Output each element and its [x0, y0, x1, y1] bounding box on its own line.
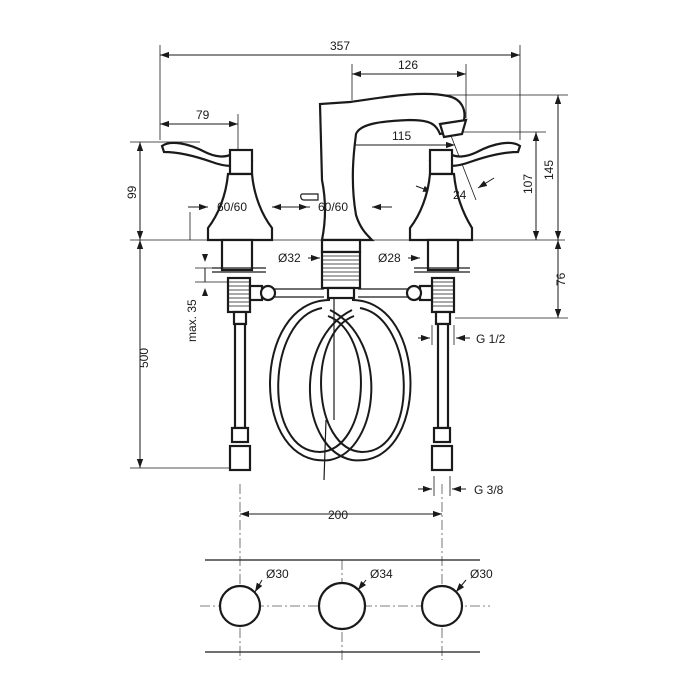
dimension-labels: 357 126 79 115 99 107 145 24 60/60 60/60…	[125, 39, 568, 581]
dim-handle-reach: 79	[196, 108, 210, 122]
dim-outlet-thread: G 3/8	[474, 483, 504, 497]
deck-cutout	[205, 559, 480, 653]
cutout-center-hole: Ø34	[370, 567, 393, 581]
dim-max-clamp: max. 35	[185, 299, 199, 342]
left-valve	[160, 141, 277, 326]
supply-hoses	[228, 322, 454, 472]
right-valve	[405, 141, 522, 326]
dim-center-spacing: 200	[328, 508, 348, 522]
dim-center-escutcheon: 60/60	[318, 200, 348, 214]
dim-hose-length: 500	[137, 348, 151, 368]
dim-inlet-thread: G 1/2	[476, 332, 506, 346]
dim-overall-width: 357	[330, 39, 350, 53]
dim-spout-reach: 126	[398, 58, 418, 72]
cutout-left-hole: Ø30	[266, 567, 289, 581]
dim-spout-offset: 115	[392, 129, 411, 143]
dim-side-hole: Ø28	[378, 251, 401, 265]
dim-spout-height: 107	[521, 174, 535, 194]
dim-flow-angle: 24	[453, 188, 467, 202]
hoses	[269, 299, 412, 462]
dim-center-hole: Ø32	[278, 251, 301, 265]
dim-below-deck: 76	[554, 272, 568, 286]
dim-handle-height: 99	[125, 185, 139, 199]
cutout-right-hole: Ø30	[470, 567, 493, 581]
dim-left-escutcheon: 60/60	[217, 200, 247, 214]
dim-total-height: 145	[542, 160, 556, 180]
spout	[274, 92, 468, 481]
